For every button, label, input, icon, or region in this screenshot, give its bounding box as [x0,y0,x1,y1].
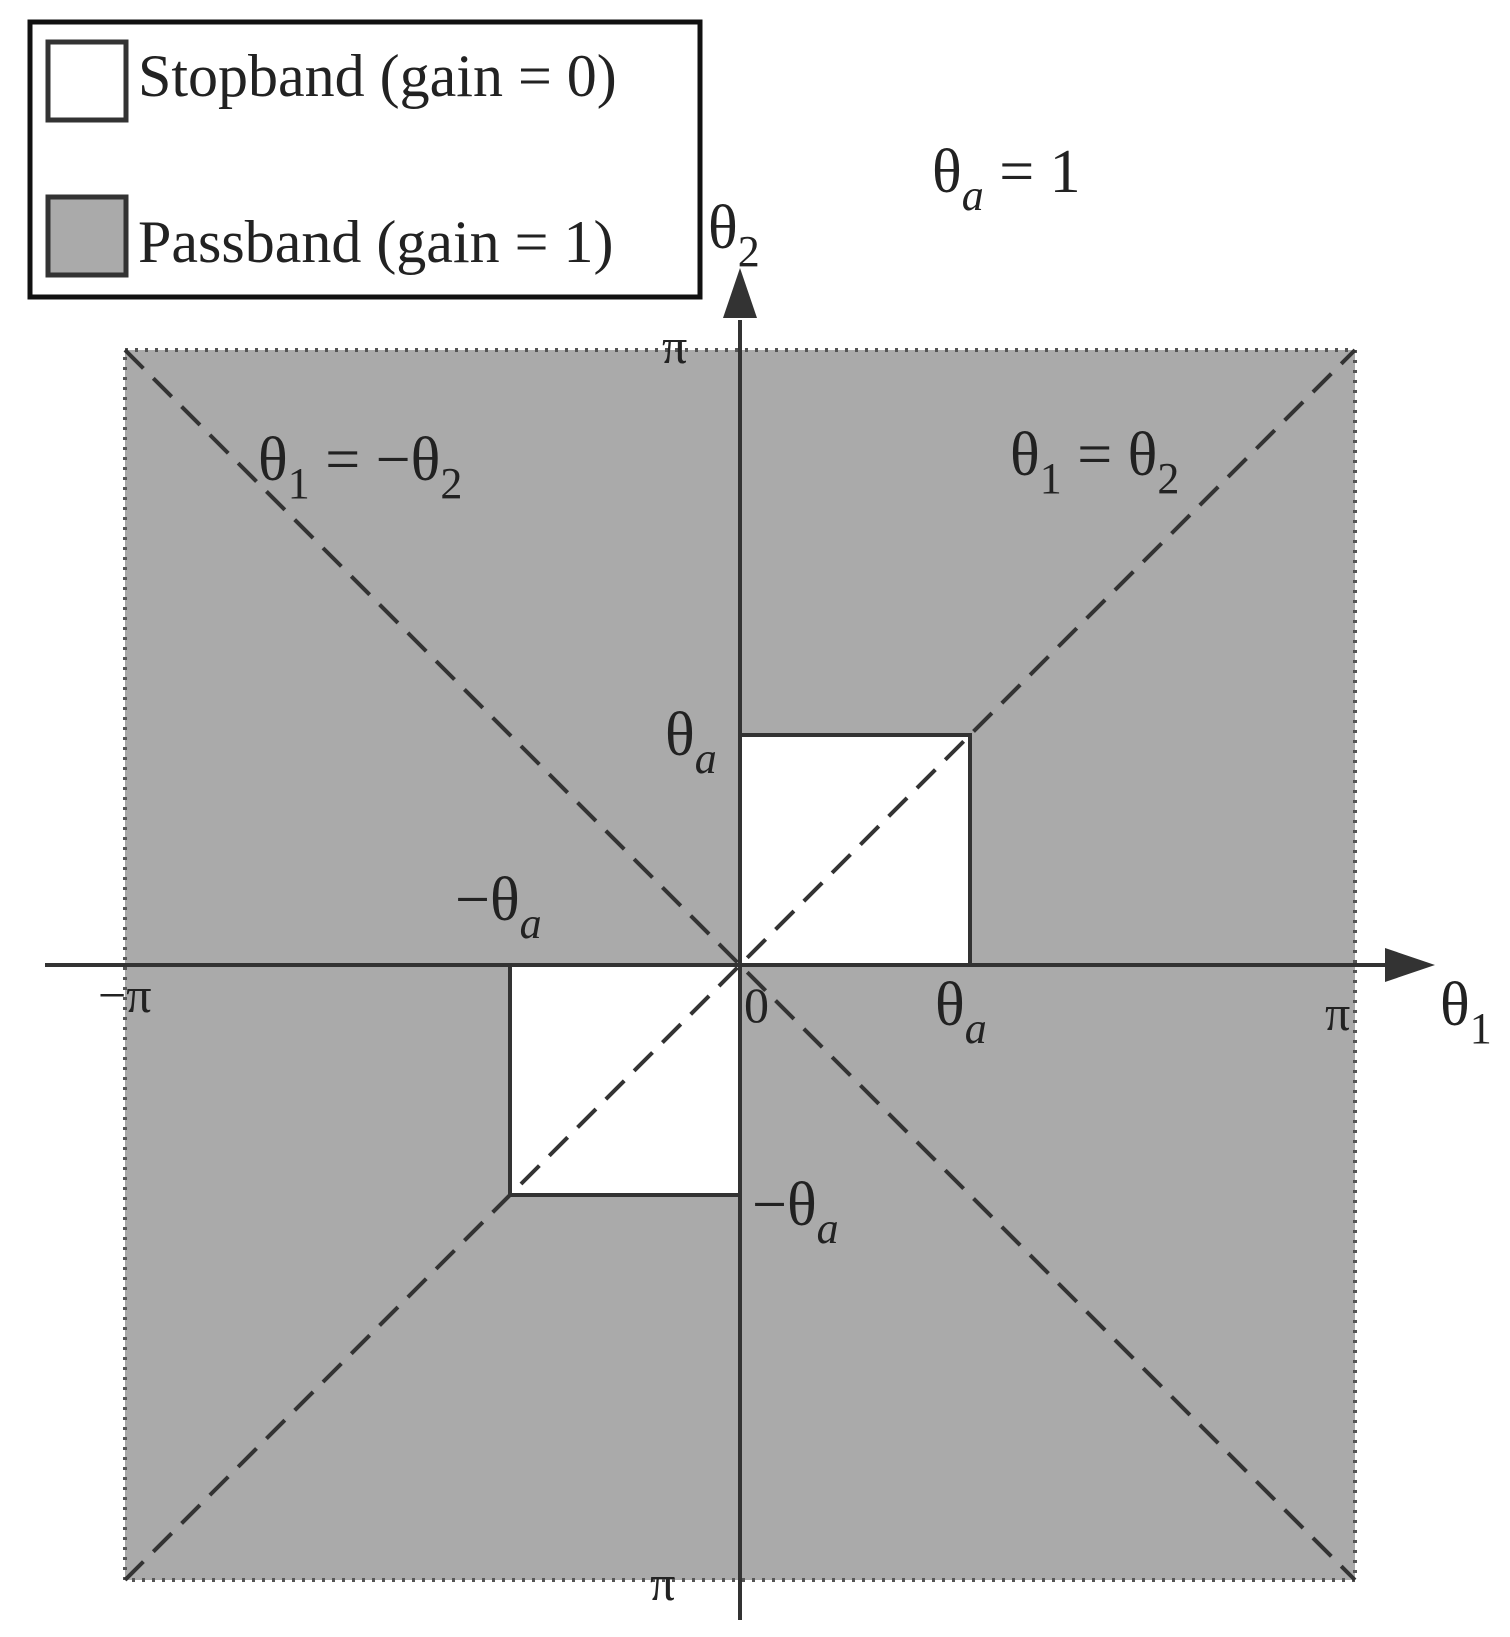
x-axis-label: θ1 [1440,971,1492,1053]
legend-passband-label: Passband (gain = 1) [138,209,613,275]
tick-label-y-theta-a: θa [665,701,717,783]
legend-stopband-swatch [45,39,129,123]
tick-label-y-pos-pi: π [662,318,687,374]
x-axis-arrow-icon [1385,948,1435,982]
tick-label-y-minus-theta-a: −θa [752,1171,839,1253]
parameter-annotation: θa = 1 [932,138,1081,220]
anti-diagonal-line-label: θ1 = −θ2 [258,426,462,508]
tick-label-x-theta-a: θa [935,971,987,1053]
diagonal-line-label: θ1 = θ2 [1010,421,1179,503]
y-axis-label: θ2 [708,194,760,276]
stopband-border-q1 [740,733,972,965]
tick-label-y-neg-pi: π [650,1555,675,1611]
anti-diagonal-line-theta1-eq-minus-theta2 [123,348,1357,1582]
legend-stopband-label: Stopband (gain = 0) [138,43,617,109]
stopband-region-q1 [740,735,970,965]
tick-label-x-neg-pi: −π [98,967,151,1023]
legend-passband-swatch [45,194,129,278]
tick-label-x-pos-pi: π [1325,985,1350,1041]
y-axis-arrow-icon [723,268,757,318]
tick-label-origin: 0 [744,977,769,1033]
tick-label-x-minus-theta-a: −θa [455,866,542,948]
diagonal-line-theta1-eq-theta2 [123,348,1357,1582]
legend-box [27,19,703,300]
